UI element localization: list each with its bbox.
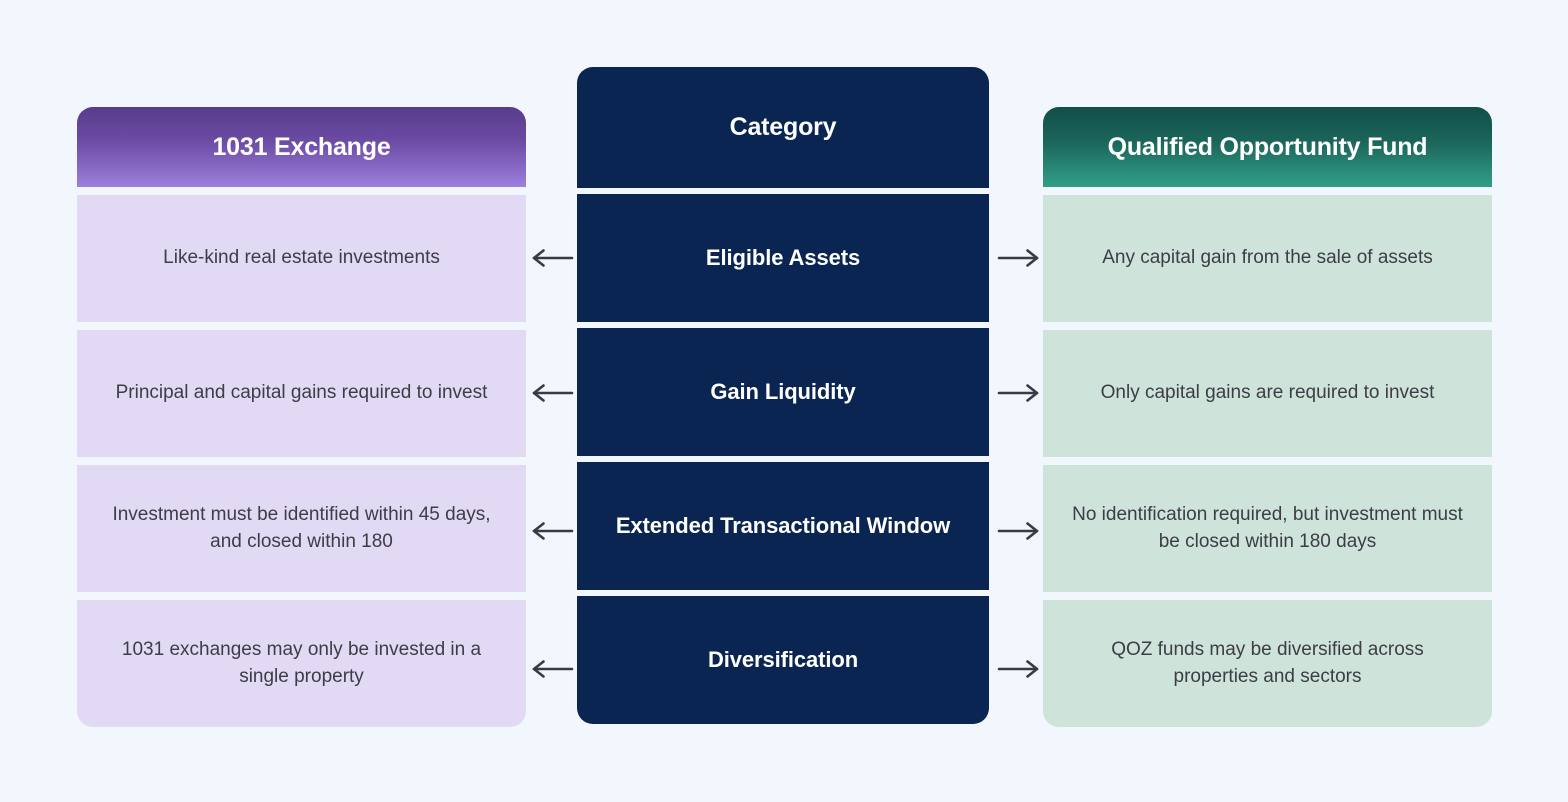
cell-left-eligible-assets: Like-kind real estate investments (77, 195, 526, 322)
cell-left-extended-transactional-window: Investment must be identified within 45 … (77, 465, 526, 592)
arrow-left-icon-row-3 (527, 518, 579, 544)
arrow-left-icon-row-2 (527, 380, 579, 406)
arrow-right-icon-row-2 (992, 380, 1044, 406)
arrow-left-icon-row-1 (527, 245, 579, 271)
cell-category-gain-liquidity: Gain Liquidity (577, 328, 989, 456)
arrow-right-icon-row-3 (992, 518, 1044, 544)
cell-right-gain-liquidity: Only capital gains are required to inves… (1043, 330, 1492, 457)
arrow-right-icon-row-1 (992, 245, 1044, 271)
cell-category-eligible-assets: Eligible Assets (577, 194, 989, 322)
cell-category-diversification: Diversification (577, 596, 989, 724)
column-qualified-opportunity-fund: Qualified Opportunity Fund Any capital g… (1043, 107, 1492, 727)
cell-left-gain-liquidity: Principal and capital gains required to … (77, 330, 526, 457)
cell-right-diversification: QOZ funds may be diversified across prop… (1043, 600, 1492, 727)
cell-category-extended-transactional-window: Extended Transactional Window (577, 462, 989, 590)
arrow-right-icon-row-4 (992, 656, 1044, 682)
column-category: Category Eligible Assets Gain Liquidity … (577, 67, 989, 724)
cell-left-diversification: 1031 exchanges may only be invested in a… (77, 600, 526, 727)
cell-right-extended-transactional-window: No identification required, but investme… (1043, 465, 1492, 592)
cell-right-eligible-assets: Any capital gain from the sale of assets (1043, 195, 1492, 322)
column-header-category: Category (577, 67, 989, 188)
column-header-1031-exchange: 1031 Exchange (77, 107, 526, 187)
column-1031-exchange: 1031 Exchange Like-kind real estate inve… (77, 107, 526, 727)
column-header-qualified-opportunity-fund: Qualified Opportunity Fund (1043, 107, 1492, 187)
arrow-left-icon-row-4 (527, 656, 579, 682)
